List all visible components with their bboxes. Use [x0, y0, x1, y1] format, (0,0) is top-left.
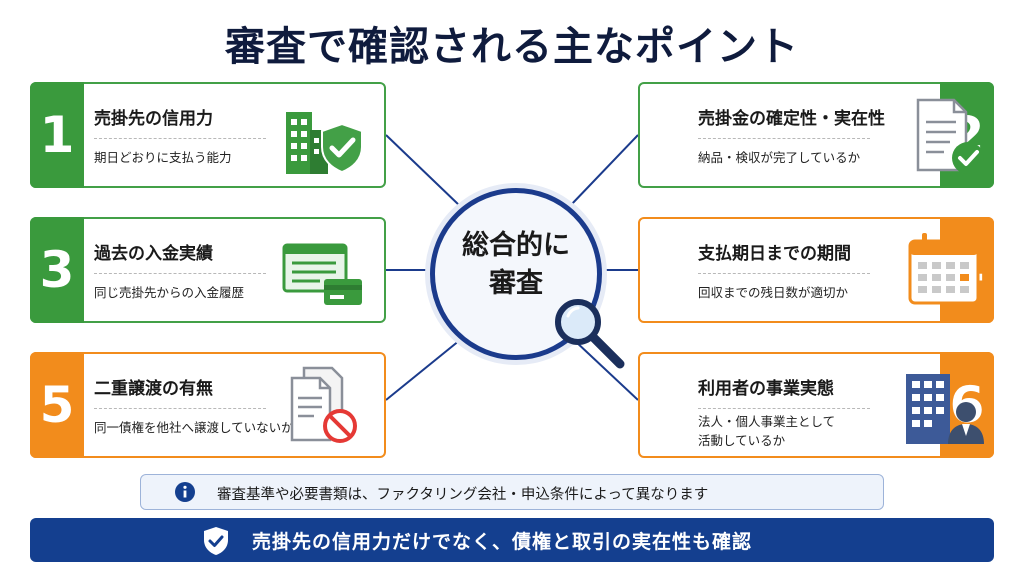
point-description-line1: 法人・個人事業主として — [698, 414, 836, 429]
point-card-6: 6 利用者の事業実態 法人・個人事業主として 活動しているか — [638, 352, 994, 458]
info-note: 審査基準や必要書類は、ファクタリング会社・申込条件によって異なります — [140, 474, 884, 510]
point-heading: 売掛先の信用力 — [94, 109, 213, 129]
statement-card-icon — [282, 243, 362, 305]
point-number: 3 — [30, 217, 84, 323]
hub-line2: 審査 — [489, 268, 543, 299]
divider — [698, 138, 870, 139]
calendar-icon — [908, 233, 980, 305]
point-description: 回収までの残日数が適切か — [698, 285, 849, 300]
point-card-3: 3 過去の入金実績 同じ売掛先からの入金履歴 — [30, 217, 386, 323]
point-card-2: 2 売掛金の確定性・実在性 納品・検収が完了しているか — [638, 82, 994, 188]
divider — [94, 273, 266, 274]
point-heading: 売掛金の確定性・実在性 — [698, 109, 885, 129]
info-icon — [175, 482, 195, 502]
hub-line1: 総合的に — [462, 230, 570, 261]
divider — [94, 408, 266, 409]
summary-banner: 売掛先の信用力だけでなく、債権と取引の実在性も確認 — [30, 518, 994, 562]
info-note-text: 審査基準や必要書類は、ファクタリング会社・申込条件によって異なります — [217, 487, 709, 503]
point-description-line2: 活動しているか — [698, 433, 786, 448]
divider — [94, 138, 266, 139]
point-heading: 過去の入金実績 — [94, 244, 213, 264]
office-person-icon — [906, 374, 984, 444]
point-description: 期日どおりに支払う能力 — [94, 150, 232, 165]
summary-banner-text: 売掛先の信用力だけでなく、債権と取引の実在性も確認 — [252, 531, 753, 553]
point-heading: 二重譲渡の有無 — [94, 379, 213, 399]
shield-check-icon — [204, 527, 228, 555]
point-heading: 支払期日までの期間 — [698, 244, 851, 264]
point-card-4: 4 支払期日までの期間 回収までの残日数が適切か — [638, 217, 994, 323]
point-number: 5 — [30, 352, 84, 458]
point-description: 納品・検収が完了しているか — [698, 150, 861, 165]
building-shield-icon — [286, 112, 363, 174]
point-description: 同じ売掛先からの入金履歴 — [94, 285, 245, 300]
point-card-1: 1 売掛先の信用力 期日どおりに支払う能力 — [30, 82, 386, 188]
page-title: 審査で確認される主なポイント — [225, 24, 799, 70]
divider — [698, 273, 870, 274]
document-check-icon — [916, 98, 984, 174]
point-card-5: 5 二重譲渡の有無 同一債権を他社へ譲渡していないか — [30, 352, 386, 458]
point-number: 1 — [30, 82, 84, 188]
document-prohibited-icon — [290, 366, 357, 443]
magnifier-icon — [555, 299, 625, 369]
divider — [698, 408, 870, 409]
point-heading: 利用者の事業実態 — [698, 379, 834, 399]
point-description: 法人・個人事業主として 活動しているか — [698, 412, 835, 450]
point-description: 同一債権を他社へ譲渡していないか — [94, 420, 294, 435]
